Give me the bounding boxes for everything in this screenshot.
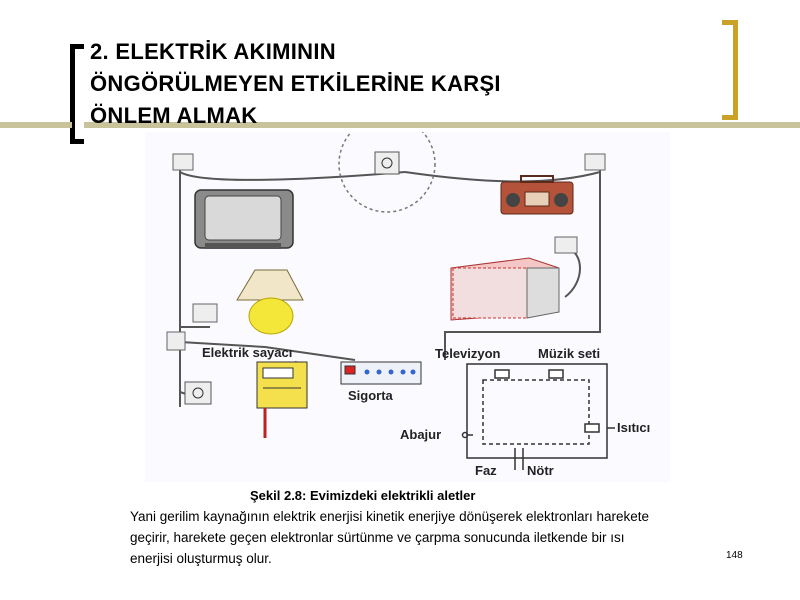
electric-meter-icon xyxy=(256,361,308,438)
socket-left-top xyxy=(172,153,194,171)
slide-title: 2. ELEKTRİK AKIMININ ÖNGÖRÜLMEYEN ETKİLE… xyxy=(90,36,650,132)
circuit-schematic xyxy=(461,363,615,470)
label-tv: Televizyon xyxy=(435,346,501,361)
body-line-2: geçirir, harekete geçen elektronlar sürt… xyxy=(130,530,625,545)
label-fuse: Sigorta xyxy=(348,388,394,403)
title-line-2: ÖNGÖRÜLMEYEN ETKİLERİNE KARŞI xyxy=(90,71,501,96)
wiring-figure: Elektrik sayacı Televizyon Müzik seti Si… xyxy=(145,115,670,482)
label-electric-meter: Elektrik sayacı xyxy=(202,345,292,360)
socket-left-middle xyxy=(192,303,218,323)
socket-left-bottom xyxy=(184,381,212,405)
lamp-icon xyxy=(236,269,304,335)
right-bracket xyxy=(722,20,738,120)
divider-right xyxy=(84,122,800,128)
label-heater: Isıtıcı xyxy=(617,420,650,435)
label-lamp: Abajur xyxy=(400,427,441,442)
title-line-3: ÖNLEM ALMAK xyxy=(90,103,258,128)
label-phase: Faz xyxy=(475,463,497,478)
fuse-panel-icon xyxy=(340,361,422,385)
left-bracket xyxy=(70,44,84,144)
label-music-set: Müzik seti xyxy=(538,346,600,361)
page-number: 148 xyxy=(726,550,743,561)
radio-icon xyxy=(500,175,574,215)
tv-icon xyxy=(194,189,294,249)
socket-highlight-circle xyxy=(338,115,436,213)
body-line-3: enerjisi oluşturmuş olur. xyxy=(130,551,272,566)
figure-caption: Şekil 2.8: Evimizdeki elektrikli aletler xyxy=(250,488,476,503)
socket-top xyxy=(374,151,400,175)
socket-right-middle xyxy=(554,236,578,254)
body-paragraph: Yani gerilim kaynağının elektrik enerjis… xyxy=(130,506,740,569)
heater-icon xyxy=(450,257,560,321)
divider-left xyxy=(0,122,72,128)
socket-right-top xyxy=(584,153,606,171)
title-line-1: 2. ELEKTRİK AKIMININ xyxy=(90,39,336,64)
socket-left-low xyxy=(166,331,186,351)
label-neutral: Nötr xyxy=(527,463,554,478)
body-line-1: Yani gerilim kaynağının elektrik enerjis… xyxy=(130,509,650,524)
